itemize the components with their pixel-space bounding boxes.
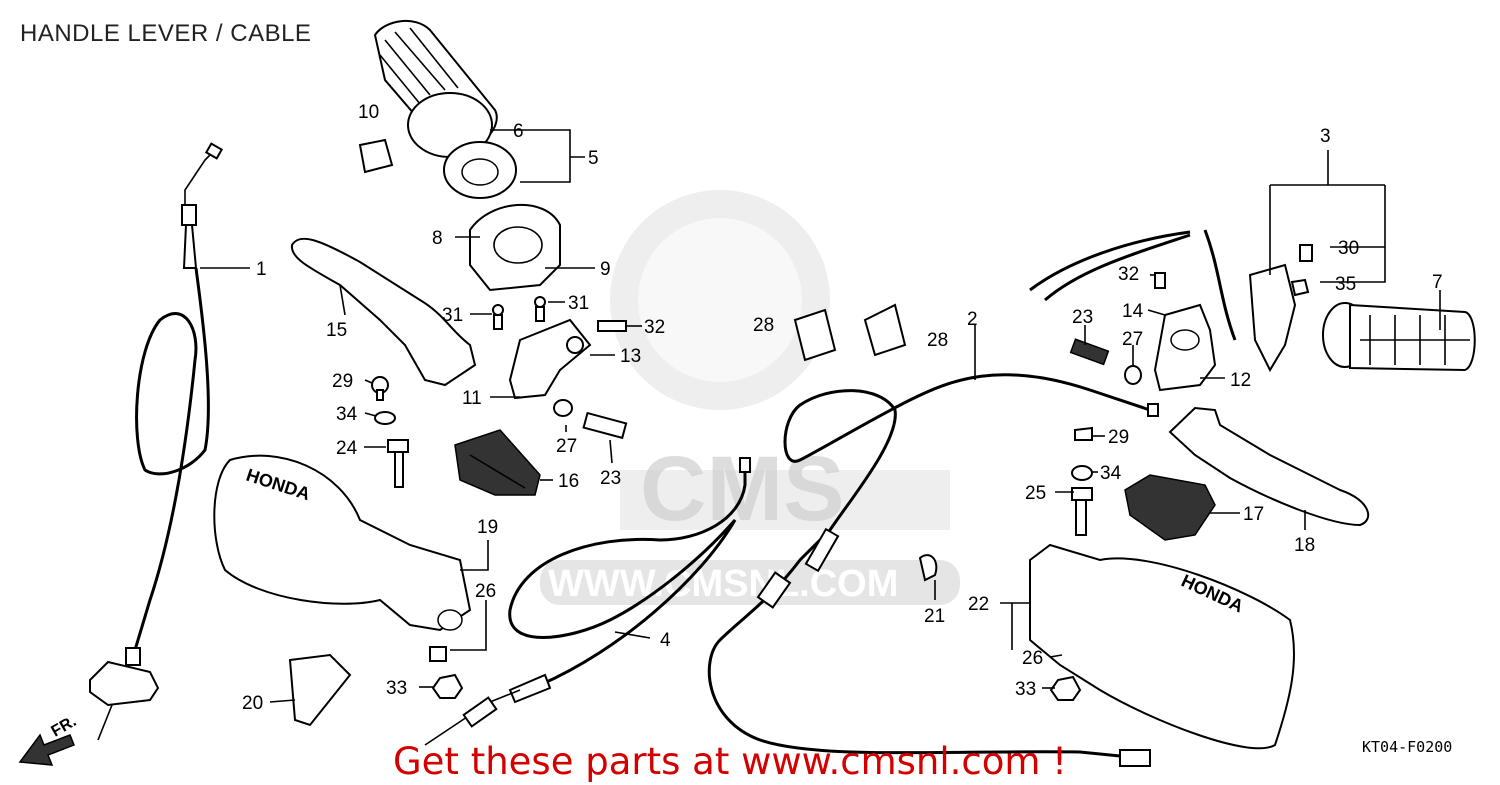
callout-2: 2	[967, 309, 978, 330]
part-18-lever	[1168, 406, 1370, 527]
promo-link[interactable]: Get these parts at www.cmsnl.com !	[393, 740, 1068, 783]
callout-31-right: 31	[568, 293, 589, 314]
callout-28-right: 28	[927, 330, 948, 351]
callout-31-left: 31	[442, 305, 463, 326]
diagram-title: HANDLE LEVER / CABLE	[20, 20, 312, 47]
callout-25: 25	[1025, 483, 1046, 504]
part-19-handguard-left: HONDA	[213, 454, 472, 632]
callout-9: 9	[600, 259, 611, 280]
callout-29-left: 29	[332, 371, 353, 392]
direction-label: FR.	[49, 713, 80, 741]
callout-5: 5	[588, 148, 599, 169]
watermark-url: WWW.CMSNL.COM	[548, 563, 898, 605]
callout-30: 30	[1338, 238, 1359, 259]
callout-8: 8	[432, 228, 443, 249]
callout-32-right: 32	[1118, 264, 1139, 285]
part-17-switch	[1124, 474, 1216, 541]
callout-23-left: 23	[600, 468, 621, 489]
callout-21: 21	[924, 606, 945, 627]
callout-10: 10	[358, 102, 379, 123]
callout-4: 4	[660, 630, 671, 651]
part-20-plate	[288, 653, 352, 727]
callout-19: 19	[477, 517, 498, 538]
callout-29-right: 29	[1108, 427, 1129, 448]
callout-26-right: 26	[1022, 648, 1043, 669]
callout-27-right: 27	[1122, 329, 1143, 350]
callout-18: 18	[1294, 535, 1315, 556]
callout-numbers: 1 2 3 4 5 6 7 8 9 10 11 12 13 14 15 16 1…	[242, 102, 1443, 714]
callout-28-left: 28	[753, 315, 774, 336]
callout-34-left: 34	[336, 404, 358, 425]
part-10-plate	[358, 138, 394, 174]
hardware-right	[918, 244, 1313, 701]
callout-24: 24	[336, 438, 358, 459]
part-28-clamps	[793, 303, 907, 362]
front-direction-arrow: FR.	[18, 713, 80, 766]
part-4-cable	[424, 457, 751, 746]
part-16-switch	[454, 429, 541, 496]
part-1-cable	[89, 142, 224, 741]
part-7-grip-right	[1322, 302, 1476, 372]
callout-35: 35	[1335, 274, 1356, 295]
callout-27-left: 27	[556, 436, 577, 457]
part-33-nut-left	[431, 673, 464, 699]
callout-22: 22	[968, 594, 989, 615]
part-26-bolt-left	[429, 646, 447, 662]
diagram-code: KT04-F0200	[1362, 738, 1453, 756]
callout-33-right: 33	[1015, 679, 1036, 700]
callout-33-left: 33	[386, 678, 407, 699]
part-11-bracket	[508, 318, 592, 400]
callout-13: 13	[620, 346, 641, 367]
part-22-handguard-right: HONDA	[1029, 543, 1295, 750]
part-5-throttle-grip	[373, 19, 517, 199]
callout-6: 6	[513, 121, 524, 142]
part-2-cable	[707, 373, 1159, 767]
callout-3: 3	[1320, 126, 1331, 147]
callout-17: 17	[1243, 504, 1264, 525]
callout-11: 11	[462, 388, 482, 409]
callout-23-right: 23	[1072, 307, 1093, 328]
part-14-holder	[1153, 303, 1217, 392]
callout-20: 20	[242, 693, 263, 714]
callout-7: 7	[1432, 272, 1443, 293]
part-8-housing	[469, 204, 561, 292]
part-3-throttle-assembly	[1029, 229, 1297, 373]
callout-14: 14	[1122, 301, 1144, 322]
callout-15: 15	[326, 320, 347, 341]
hardware-left	[371, 296, 628, 488]
callout-34-right: 34	[1100, 463, 1122, 484]
callout-26-left: 26	[475, 581, 496, 602]
callout-12: 12	[1230, 370, 1251, 391]
leader-lines	[200, 129, 1441, 703]
callout-32-left: 32	[644, 317, 665, 338]
callout-16: 16	[558, 471, 579, 492]
callout-1: 1	[256, 259, 267, 280]
part-15-lever	[290, 237, 477, 387]
